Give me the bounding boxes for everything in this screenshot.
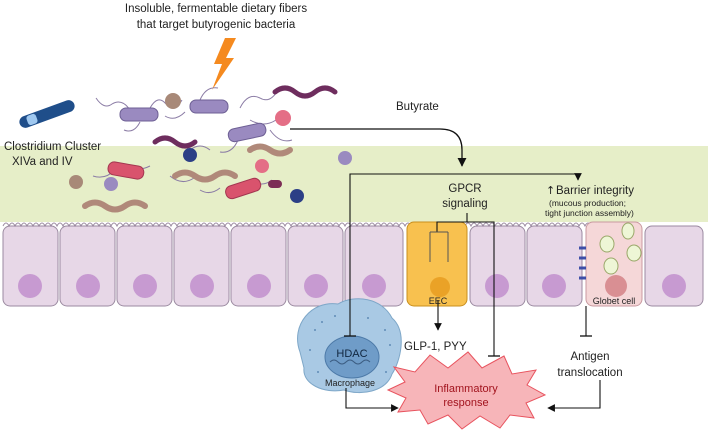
- glp-label: GLP-1, PYY: [404, 341, 467, 353]
- eec-signal-lines: [429, 231, 449, 262]
- bacteria-label-line-1: Clostridium Cluster: [4, 141, 101, 153]
- tight-junction-marks: [579, 246, 586, 280]
- barrier-arrow: [349, 173, 582, 300]
- butyrate-label: Butyrate: [396, 101, 439, 113]
- eec-label: EEC: [429, 296, 448, 306]
- antigen-label-line-2: translocation: [557, 367, 622, 379]
- antigen-label-line-1: Antigen: [570, 351, 609, 363]
- gpcr-label-line-2: signaling: [442, 198, 487, 210]
- title-line-1: Insoluble, fermentable dietary fibers: [125, 3, 307, 15]
- inflammatory-label-line-1: Inflammatory: [434, 383, 498, 395]
- eec-cell: [406, 221, 468, 307]
- hdac-label: HDAC: [336, 348, 367, 360]
- macrophage-to-inflammatory-arrow: [345, 388, 399, 412]
- butyrate-arrow: [290, 128, 467, 167]
- macrophage-label: Macrophage: [325, 378, 375, 388]
- inflammatory-response-burst: [386, 351, 547, 430]
- barrier-subtitle-2: tight junction assembly): [545, 208, 634, 218]
- antigen-to-inflammatory-arrow: [547, 380, 601, 412]
- goblet-cell: [585, 221, 643, 307]
- goblet-label: Globet cell: [593, 296, 636, 306]
- barrier-title: Barrier integrity: [556, 185, 634, 197]
- lightning-icon: [212, 38, 236, 90]
- bacteria-label-line-2: XIVa and IV: [12, 156, 73, 168]
- gpcr-label-line-1: GPCR: [448, 183, 481, 195]
- barrier-subtitle-1: (mucous production;: [549, 198, 626, 208]
- inflammatory-label-line-2: response: [443, 397, 488, 409]
- title-line-2: that target butyrogenic bacteria: [137, 19, 296, 31]
- gpcr-bracket: [436, 213, 495, 232]
- bacteria-cluster: [19, 85, 352, 213]
- barrier-up-arrow-icon: ↑: [546, 184, 555, 197]
- epithelial-layer: [2, 222, 704, 307]
